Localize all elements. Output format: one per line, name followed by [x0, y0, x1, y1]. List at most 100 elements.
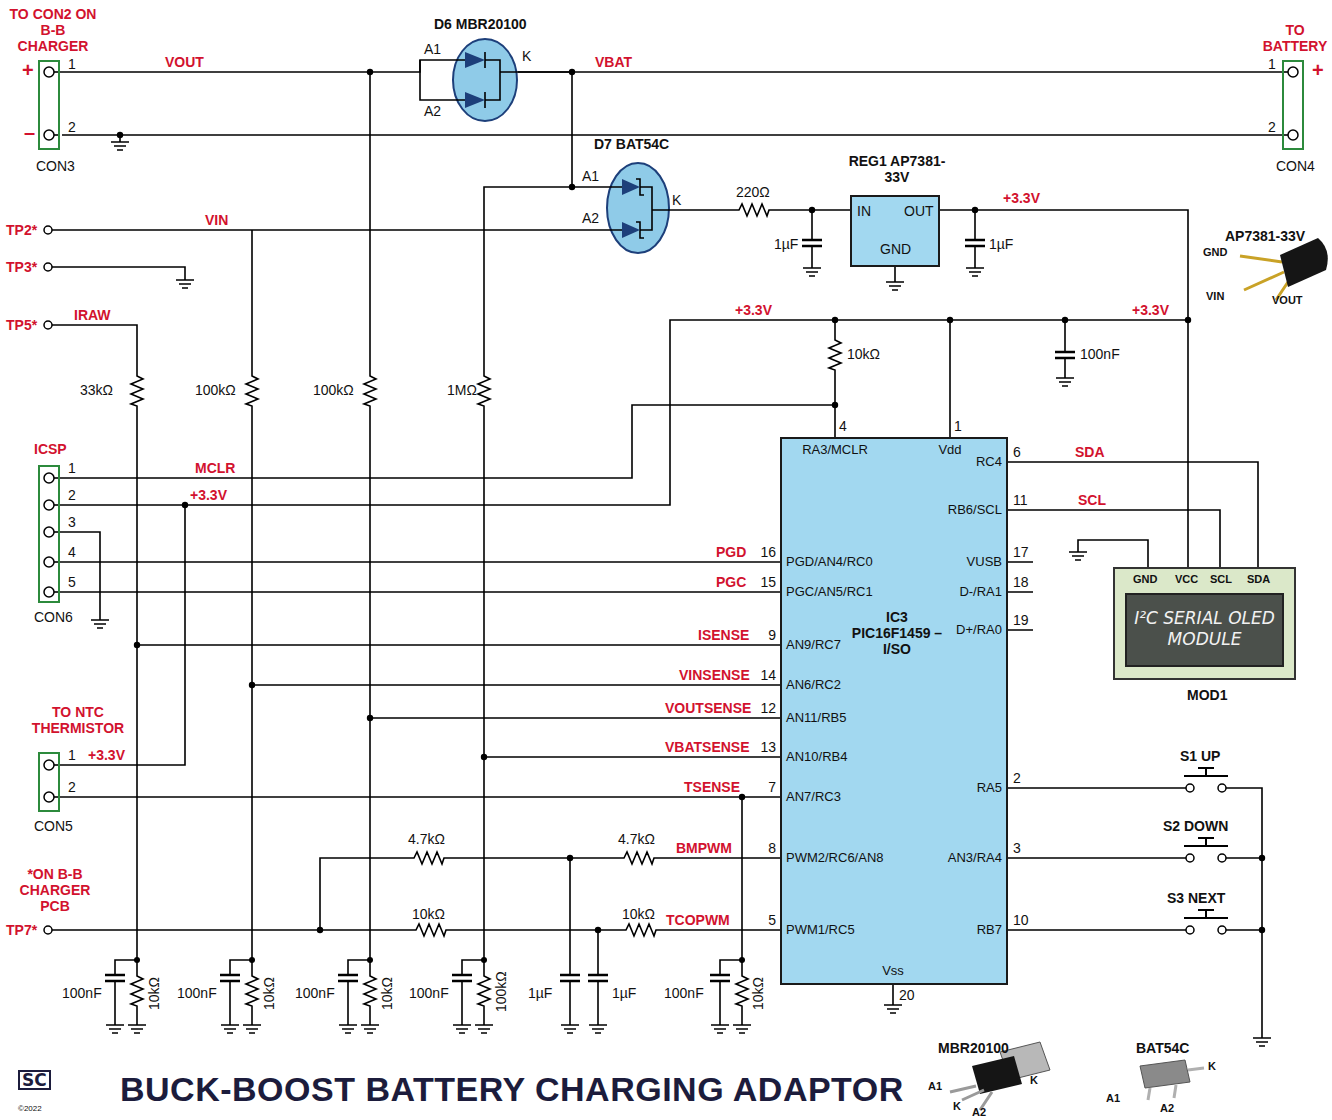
pin-name: PGC/AN5/RC1 [786, 584, 873, 600]
junction-dot [481, 754, 487, 760]
connector: TO BATTERY12CON4 [1282, 60, 1304, 150]
resistor-symbol [131, 372, 143, 408]
label: TP5* [6, 317, 37, 333]
part-label: 2 [68, 487, 76, 503]
pin-name: RC4 [976, 454, 1002, 470]
pin-number: 7 [768, 779, 776, 795]
connector-pin [44, 760, 54, 770]
pin-name: PWM1/RC5 [786, 922, 855, 938]
switch-contact [1186, 926, 1194, 934]
pin-number: 19 [1013, 612, 1029, 628]
switch-contact [1186, 854, 1194, 862]
junction-dot [567, 855, 573, 861]
oled-module: GNDVCCSCLSDAMOD1I²C SERIAL OLED MODULE [1113, 567, 1296, 680]
part-label: VCC [1175, 573, 1198, 585]
label: AP7381-33V [1225, 228, 1305, 244]
part-label: 1 [68, 460, 76, 476]
connector-pin [44, 587, 54, 597]
part-label: 1 [68, 747, 76, 763]
pin-name: RA5 [977, 780, 1002, 796]
ground-symbol [803, 268, 821, 276]
label: 100nF [62, 985, 102, 1001]
diode-outline [452, 38, 518, 122]
label: TP7* [6, 922, 37, 938]
part-label: CON6 [34, 609, 73, 625]
diode-body [607, 163, 669, 253]
capacitor-symbol [220, 975, 240, 981]
switch-contact [1218, 854, 1226, 862]
pin-name: RA3/MCLR [795, 442, 875, 458]
capacitor-symbol [452, 975, 472, 981]
diode-symbol [606, 179, 670, 238]
ground-symbol [1253, 1038, 1271, 1046]
label: S3 NEXT [1167, 890, 1225, 906]
label: +3.3V [735, 302, 772, 318]
resistor-symbol [478, 972, 490, 1008]
diode-symbol [452, 52, 518, 108]
label: 1µF [612, 985, 636, 1001]
ground-symbol [339, 1025, 357, 1033]
connector-pin [44, 67, 54, 77]
capacitor-symbol [802, 240, 822, 246]
switch-contact [1186, 784, 1194, 792]
part-label: K [522, 48, 531, 64]
symbols [44, 67, 1298, 1046]
label: 100nF [1080, 346, 1120, 362]
pin-number: 14 [760, 667, 776, 683]
part-label: TO CON2 ON B-B CHARGER [7, 6, 99, 54]
wire [60, 60, 452, 72]
pin-name: RB7 [977, 922, 1002, 938]
pin-name: AN7/RC3 [786, 789, 841, 805]
part-label: 4 [68, 544, 76, 560]
label: 1MΩ [447, 382, 477, 398]
resistor-symbol [736, 972, 748, 1008]
diagram-title: BUCK-BOOST BATTERY CHARGING ADAPTOR [120, 1070, 904, 1108]
diode-symbol [622, 179, 640, 238]
connector-pin [1288, 130, 1298, 140]
label: 10kΩ [750, 977, 766, 1010]
part-label: 1 [1268, 56, 1276, 72]
junction-dot [809, 207, 815, 213]
wire [518, 71, 1282, 73]
label: 100nF [664, 985, 704, 1001]
label: + [1312, 60, 1324, 80]
label: 100kΩ [493, 971, 509, 1012]
resistor-symbol [620, 852, 656, 864]
capacitor-symbol [560, 975, 580, 981]
part-label: GND [1133, 573, 1157, 585]
part-label: CON4 [1276, 158, 1315, 174]
resistor-symbol [412, 924, 448, 936]
test-point [44, 226, 52, 234]
label: 10kΩ [261, 977, 277, 1010]
ground-symbol [589, 1025, 607, 1033]
pin-number: 2 [1013, 770, 1021, 786]
junction-dot [317, 927, 323, 933]
pin-name: AN6/RC2 [786, 677, 841, 693]
to220-body [972, 1056, 1022, 1094]
label: TCOPWM [666, 912, 730, 928]
label: S2 DOWN [1163, 818, 1228, 834]
junction-dot [947, 317, 953, 323]
label: K [1208, 1060, 1216, 1072]
diode-package: D7 BAT54CA1A2K [606, 162, 670, 254]
junction-dot [134, 642, 140, 648]
connector-pin [44, 473, 54, 483]
switch-contact [1218, 784, 1226, 792]
label: 10kΩ [146, 977, 162, 1010]
part-label: OUT [904, 203, 934, 219]
part-label: 2 [1268, 119, 1276, 135]
oled-display: I²C SERIAL OLED MODULE [1125, 593, 1284, 667]
connector-pin [44, 792, 54, 802]
diode-symbol [465, 52, 485, 108]
ground-symbol [243, 1025, 261, 1033]
pin-number: 1 [954, 418, 962, 434]
label: 10kΩ [847, 346, 880, 362]
junction-dot [832, 317, 838, 323]
connector-pin [44, 527, 54, 537]
wire [940, 210, 1188, 567]
label: 1µF [989, 236, 1013, 252]
pin-number: 16 [760, 544, 776, 560]
signal-label: SCL [1078, 492, 1106, 508]
connector-pin [44, 557, 54, 567]
resistor-symbol [410, 852, 446, 864]
